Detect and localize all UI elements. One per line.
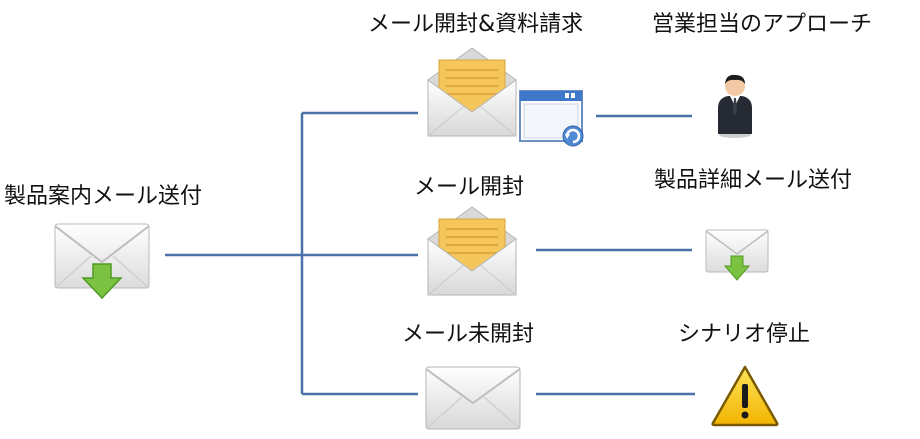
warning-icon bbox=[711, 365, 779, 427]
closed-envelope-icon bbox=[425, 366, 521, 430]
open-envelope-icon bbox=[427, 206, 517, 296]
open-envelope-icon bbox=[427, 47, 517, 137]
branch-2-label: メール開封 bbox=[414, 175, 525, 200]
envelope-down-arrow-icon bbox=[705, 229, 769, 281]
envelope-down-arrow-icon bbox=[54, 223, 150, 300]
branch-2-result-label: 製品詳細メール送付 bbox=[654, 168, 853, 193]
branch-1-label: メール開封&資料請求 bbox=[368, 12, 584, 37]
businessman-icon bbox=[718, 74, 752, 138]
branch-3-label: メール未開封 bbox=[402, 322, 535, 347]
start-label: 製品案内メール送付 bbox=[4, 184, 203, 209]
branch-3-result-label: シナリオ停止 bbox=[678, 322, 811, 347]
browser-window-icon bbox=[519, 90, 584, 147]
branch-1-result-label: 営業担当のアプローチ bbox=[652, 12, 873, 37]
